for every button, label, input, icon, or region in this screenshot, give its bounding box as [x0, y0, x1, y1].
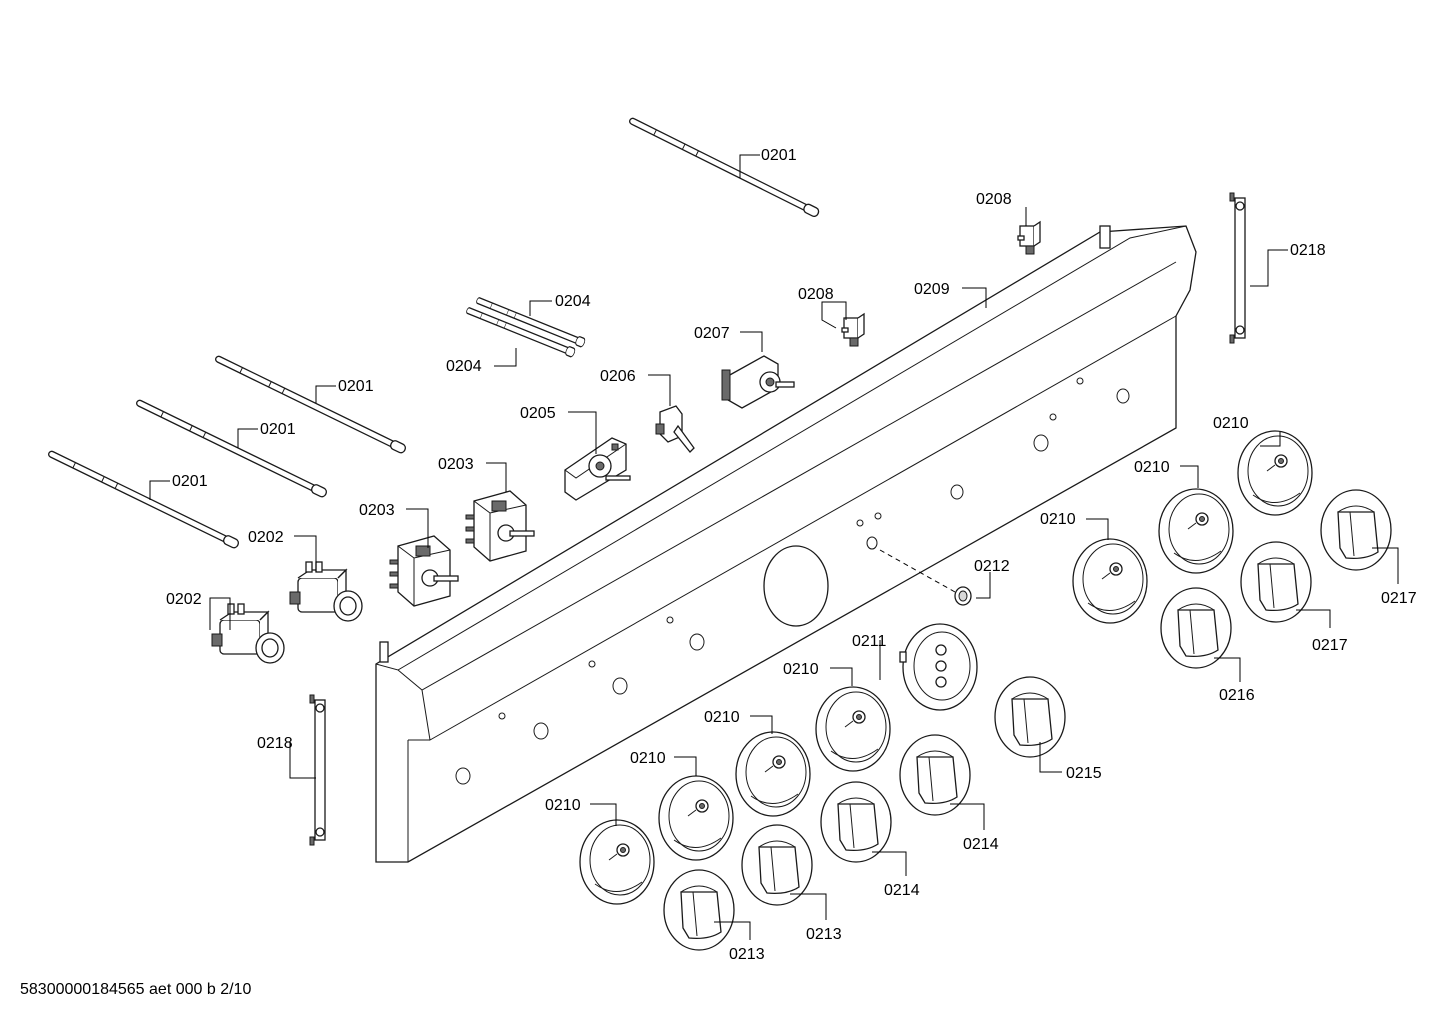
circuit-board-0205 — [564, 437, 631, 501]
label-0209: 0209 — [914, 281, 950, 298]
label-0202-b: 0202 — [166, 591, 202, 608]
valve-0202-b — [211, 603, 285, 664]
rod-0201-c — [46, 448, 241, 550]
valve-0202-a — [289, 561, 363, 622]
knob-ring-0210-4 — [815, 686, 891, 772]
switch-0206 — [655, 405, 695, 453]
knob-ring-0210-5 — [735, 731, 811, 817]
label-0210-6: 0210 — [630, 750, 666, 767]
knob-0214-b — [820, 781, 892, 863]
display-knob-0211 — [899, 623, 978, 711]
microswitch-0208-b — [841, 313, 865, 347]
label-0203-b: 0203 — [359, 502, 395, 519]
knob-ring-0210-7 — [579, 819, 655, 905]
label-0216: 0216 — [1219, 687, 1255, 704]
label-0210-1: 0210 — [1213, 415, 1249, 432]
label-0217-a: 0217 — [1381, 590, 1417, 607]
label-0201-top: 0201 — [761, 147, 797, 164]
label-0203-a: 0203 — [438, 456, 474, 473]
label-0215: 0215 — [1066, 765, 1102, 782]
control-panel-0209 — [375, 225, 1197, 863]
bracket-0218-right — [1229, 192, 1246, 344]
label-0208-b: 0208 — [798, 286, 834, 303]
knob-0217-a — [1320, 489, 1392, 571]
label-0210-7: 0210 — [545, 797, 581, 814]
light-cap-0212 — [879, 549, 972, 606]
knob-0214-a — [899, 734, 971, 816]
label-0213-b: 0213 — [729, 946, 765, 963]
label-0204-b: 0204 — [446, 358, 482, 375]
label-0206: 0206 — [600, 368, 636, 385]
label-0207: 0207 — [694, 325, 730, 342]
bracket-0218-left — [309, 694, 326, 846]
energy-regulator-0203-b — [389, 535, 459, 607]
label-0205: 0205 — [520, 405, 556, 422]
knob-0216 — [1160, 587, 1232, 669]
knob-ring-0210-1 — [1237, 430, 1313, 516]
rod-0201-a — [213, 353, 408, 455]
knob-ring-0210-3 — [1072, 538, 1148, 624]
label-0212: 0212 — [974, 558, 1010, 575]
rod-0201-b — [134, 397, 329, 499]
label-0214-b: 0214 — [884, 882, 920, 899]
label-0213-a: 0213 — [806, 926, 842, 943]
label-0210-4: 0210 — [783, 661, 819, 678]
label-0202-a: 0202 — [248, 529, 284, 546]
knob-ring-0210-2 — [1158, 488, 1234, 574]
label-0210-5: 0210 — [704, 709, 740, 726]
label-0210-3: 0210 — [1040, 511, 1076, 528]
microswitch-0208-a — [1017, 221, 1041, 255]
label-0217-b: 0217 — [1312, 637, 1348, 654]
knob-ring-0210-6 — [658, 775, 734, 861]
energy-regulator-0203-a — [465, 490, 535, 562]
knob-0213-a — [741, 824, 813, 906]
label-0201-c: 0201 — [172, 473, 208, 490]
label-0214-a: 0214 — [963, 836, 999, 853]
label-0210-2: 0210 — [1134, 459, 1170, 476]
knob-0213-b — [663, 869, 735, 951]
label-0208-a: 0208 — [976, 191, 1012, 208]
knob-0215 — [994, 676, 1066, 758]
rod-0201-top — [627, 115, 821, 219]
label-0204-a: 0204 — [555, 293, 591, 310]
label-0218-left: 0218 — [257, 735, 293, 752]
thermostat-0207 — [721, 355, 795, 409]
drawing-reference-footer: 58300000184565 aet 000 b 2/10 — [20, 981, 252, 998]
label-0211: 0211 — [852, 633, 887, 650]
label-0218-right: 0218 — [1290, 242, 1326, 259]
label-0201-b: 0201 — [260, 421, 296, 438]
label-0201-a: 0201 — [338, 378, 374, 395]
